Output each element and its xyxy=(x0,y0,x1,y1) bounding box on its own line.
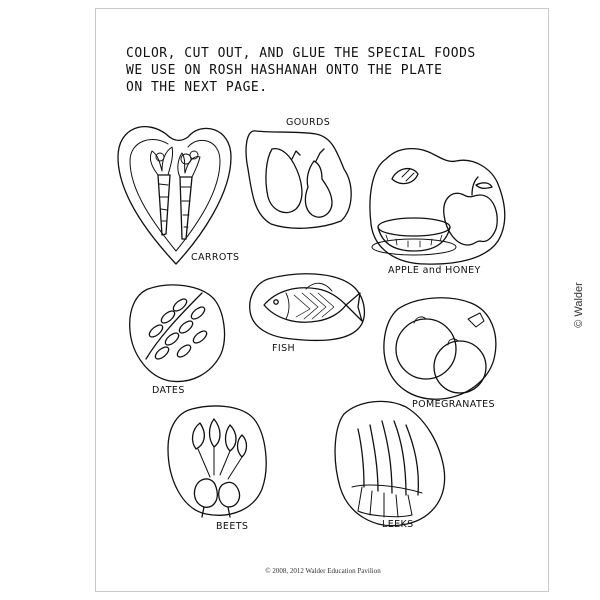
beets-cutout xyxy=(167,405,267,518)
fish-cutout xyxy=(249,273,365,342)
label-fish: FISH xyxy=(272,343,296,354)
watermark: © Walder xyxy=(559,282,599,328)
carrots-cutout xyxy=(117,126,232,265)
worksheet-page: Color, cut out, and glue the special foo… xyxy=(95,8,549,592)
label-leeks: LEEKS xyxy=(382,519,414,530)
dates-cutout xyxy=(129,284,226,383)
label-carrots: CARROTS xyxy=(191,252,240,263)
leeks-cutout xyxy=(334,400,446,527)
instructions: Color, cut out, and glue the special foo… xyxy=(126,45,506,96)
gourds-cutout xyxy=(245,130,352,229)
pomegranates-cutout xyxy=(383,297,497,400)
instruction-line-1: Color, cut out, and glue the special foo… xyxy=(126,46,476,61)
label-apple-honey: APPLE and HONEY xyxy=(388,265,481,276)
copyright-footer: © 2008, 2012 Walder Education Pavilion xyxy=(265,567,381,575)
watermark-text: © Walder xyxy=(573,282,585,328)
food-illustrations xyxy=(117,126,506,527)
label-gourds: GOURDS xyxy=(286,117,331,128)
label-beets: BEETS xyxy=(216,521,249,532)
apple-honey-cutout xyxy=(369,147,506,265)
label-dates: DATES xyxy=(152,385,185,396)
instruction-line-2: we use on Rosh Hashanah onto the plate xyxy=(126,63,443,78)
instruction-line-3: on the next page. xyxy=(126,80,268,95)
label-pomegranates: POMEGRANATES xyxy=(412,399,495,410)
